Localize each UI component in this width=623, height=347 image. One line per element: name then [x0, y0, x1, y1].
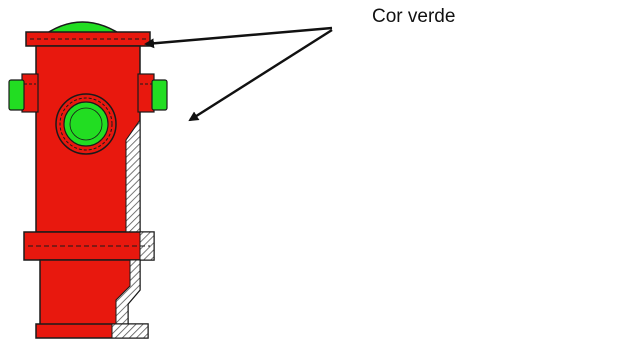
front-outlet — [63, 101, 109, 147]
arrow-to-top-cap — [144, 26, 333, 49]
arrow-to-body — [188, 28, 333, 122]
right-side-cap — [151, 79, 168, 111]
annotation-label: Cor verde — [372, 6, 456, 27]
barrel-section-hatch — [125, 118, 141, 233]
left-side-cap — [8, 79, 25, 111]
